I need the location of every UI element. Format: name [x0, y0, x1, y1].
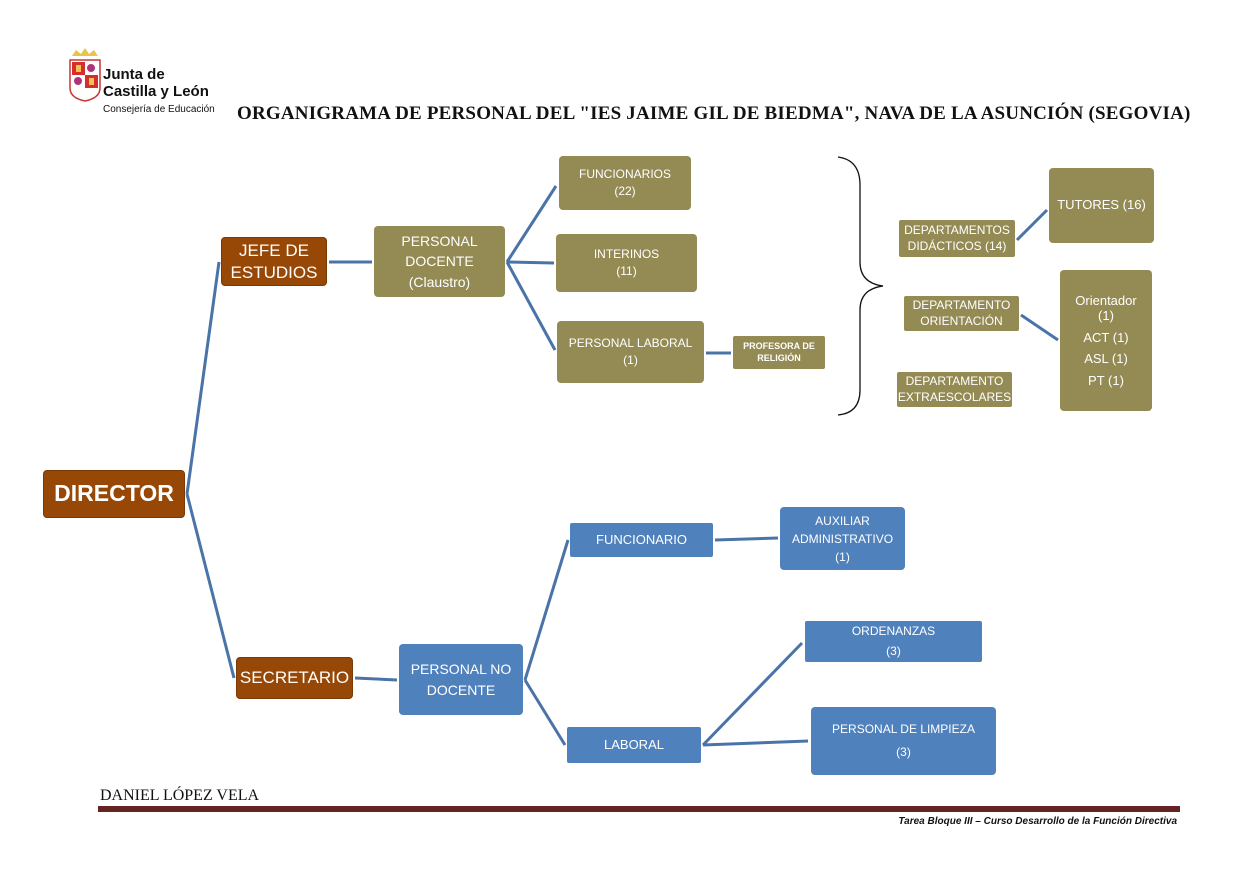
node-director: DIRECTOR — [43, 470, 185, 518]
node-label: Orientador — [1075, 292, 1137, 308]
connector — [354, 676, 398, 682]
node-label: RELIGIÓN — [757, 352, 801, 363]
node-label: DIRECTOR — [54, 480, 174, 507]
node-label: ESTUDIOS — [230, 262, 318, 282]
node-label: FUNCIONARIO — [596, 531, 687, 547]
node-label: ORDENANZAS — [851, 624, 936, 639]
node-auxiliar-administrativo: AUXILIAR ADMINISTRATIVO (1) — [780, 507, 905, 570]
node-funcionarios: FUNCIONARIOS (22) — [559, 156, 691, 210]
node-label: LABORAL — [604, 736, 664, 752]
node-label: AUXILIAR — [815, 513, 870, 528]
node-label: PERSONAL — [401, 233, 478, 250]
node-label: FUNCIONARIOS — [578, 166, 671, 181]
node-ordenanzas: ORDENANZAS (3) — [805, 621, 982, 662]
logo-line: Castilla y León — [103, 83, 209, 100]
node-label: JEFE DE — [239, 241, 309, 261]
connector — [523, 539, 570, 681]
node-label: DOCENTE — [426, 681, 496, 698]
node-label: DEPARTAMENTO — [905, 373, 1004, 388]
node-tutores: TUTORES (16) — [1049, 168, 1154, 243]
node-label: ADMINISTRATIVO — [791, 531, 894, 546]
node-label: DIDÁCTICOS (14) — [907, 238, 1007, 253]
node-label: (11) — [616, 264, 637, 278]
connector — [714, 536, 779, 542]
node-label: (3) — [886, 643, 901, 658]
node-personal-limpieza: PERSONAL DE LIMPIEZA (3) — [811, 707, 996, 775]
author-name: DANIEL LÓPEZ VELA — [100, 787, 260, 804]
node-funcionario: FUNCIONARIO — [570, 523, 713, 557]
node-label: INTERINOS — [593, 246, 660, 261]
node-label: ASL (1) — [1084, 351, 1128, 367]
footer-course: Tarea Bloque III – Curso Desarrollo de l… — [898, 816, 1177, 827]
node-label: EXTRAESCOLARES — [897, 389, 1012, 404]
connector — [505, 261, 557, 351]
connector — [505, 185, 558, 263]
connector — [1015, 208, 1049, 242]
node-label: PERSONAL LABORAL — [568, 335, 693, 350]
node-label: DEPARTAMENTOS — [904, 222, 1010, 237]
node-label: TUTORES (16) — [1057, 197, 1146, 212]
node-label: SECRETARIO — [239, 667, 350, 687]
footer-divider — [98, 806, 1180, 812]
node-label: PROFESORA DE — [743, 340, 815, 351]
node-label: (1) — [623, 353, 638, 367]
brace — [837, 156, 884, 416]
node-interinos: INTERINOS (11) — [556, 234, 697, 292]
node-secretario: SECRETARIO — [236, 657, 353, 699]
connector — [506, 260, 555, 265]
connector — [1020, 313, 1059, 342]
connector — [701, 641, 804, 747]
connector — [702, 739, 809, 747]
node-label: (3) — [896, 745, 911, 759]
connector — [523, 679, 567, 746]
node-label: PERSONAL DE LIMPIEZA — [832, 722, 975, 737]
node-label: (Claustro) — [408, 273, 471, 290]
node-label: DEPARTAMENTO — [912, 297, 1011, 312]
node-personal-laboral-docente: PERSONAL LABORAL (1) — [557, 321, 704, 383]
node-label: ORIENTACIÓN — [920, 313, 1003, 328]
node-label: (1) — [1098, 308, 1114, 324]
node-label: (22) — [614, 184, 636, 198]
logo-line: Junta de — [103, 66, 165, 83]
connector — [185, 261, 221, 495]
coat-of-arms-icon — [69, 48, 101, 102]
page-title: ORGANIGRAMA DE PERSONAL DEL "IES JAIME G… — [237, 103, 1191, 124]
logo-subtitle: Consejería de Educación — [103, 104, 215, 115]
node-label: (1) — [835, 549, 850, 564]
node-label: ACT (1) — [1083, 329, 1129, 345]
node-personal-docente: PERSONAL DOCENTE (Claustro) — [374, 226, 505, 297]
connector — [185, 493, 236, 679]
node-label: PERSONAL NO — [410, 661, 512, 678]
node-personal-no-docente: PERSONAL NO DOCENTE — [399, 644, 523, 715]
node-orientacion-staff: Orientador(1) ACT (1) ASL (1) PT (1) — [1060, 270, 1152, 411]
node-label: DOCENTE — [405, 253, 474, 270]
node-label: PT (1) — [1088, 372, 1124, 388]
node-laboral: LABORAL — [567, 727, 701, 763]
